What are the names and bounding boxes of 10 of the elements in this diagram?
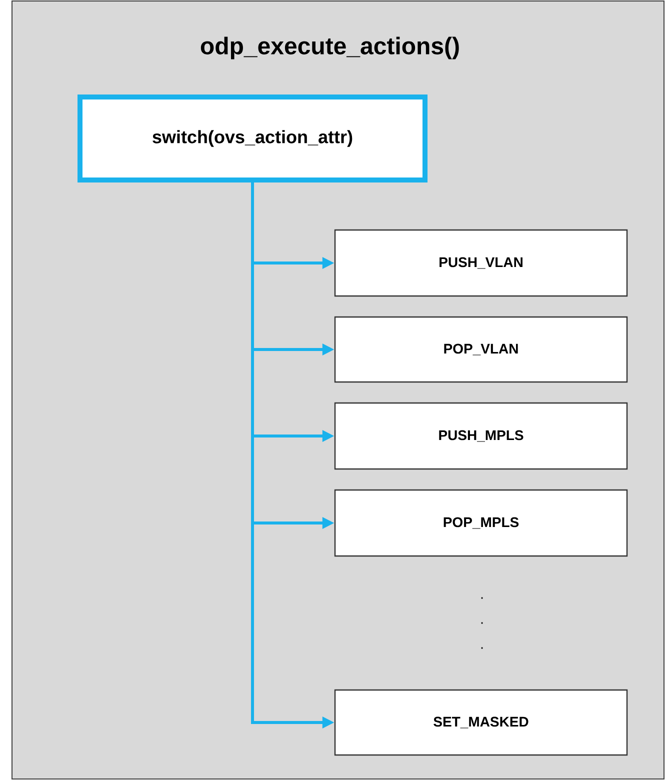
action-box: POP_MPLS [334,489,628,557]
switch-box: switch(ovs_action_attr) [78,94,428,182]
action-box: PUSH_VLAN [334,229,628,297]
heading: odp_execute_actions() [200,36,459,60]
action-box: SET_MASKED [334,689,628,756]
ellipsis-dot: . [481,647,483,649]
action-box: PUSH_MPLS [334,402,628,470]
ellipsis-dot: . [481,622,483,624]
action-box: POP_VLAN [334,316,628,383]
ellipsis-dot: . [481,597,483,599]
